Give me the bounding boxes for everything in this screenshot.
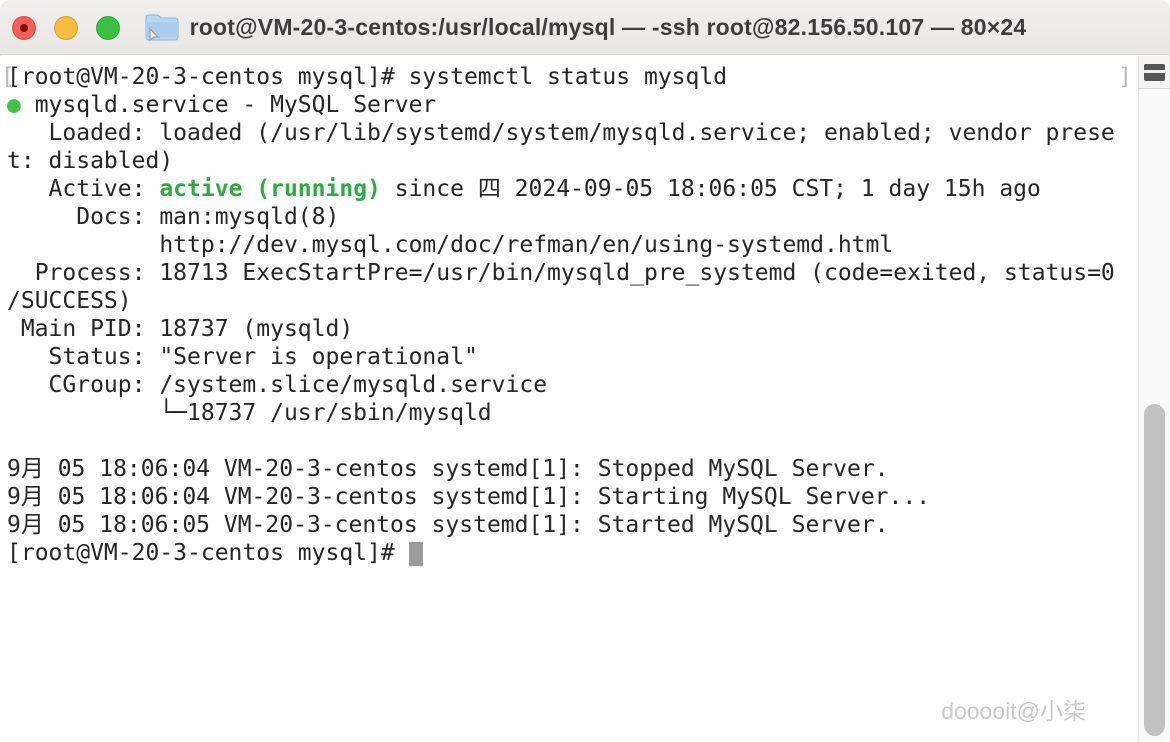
terminal-text: Status: "Server is operational" bbox=[7, 344, 478, 370]
terminal-text: Docs: man:mysqld(8) bbox=[7, 204, 340, 230]
terminal-line: 9月 05 18:06:04 VM-20-3-centos systemd[1]… bbox=[7, 455, 1128, 483]
terminal-text-bullet: ● bbox=[7, 92, 35, 118]
terminal-line: /SUCCESS) bbox=[7, 287, 1128, 315]
terminal-text: since 四 2024-09-05 18:06:05 CST; 1 day 1… bbox=[380, 176, 1041, 202]
terminal-line: Process: 18713 ExecStartPre=/usr/bin/mys… bbox=[7, 259, 1128, 287]
terminal-line: Docs: man:mysqld(8) bbox=[7, 203, 1128, 231]
terminal-text: Active: bbox=[7, 176, 160, 202]
scrollbar-thumb[interactable] bbox=[1144, 404, 1165, 736]
terminal-text: 9月 05 18:06:04 VM-20-3-centos systemd[1]… bbox=[7, 456, 889, 482]
terminal-line: Loaded: loaded (/usr/lib/systemd/system/… bbox=[7, 119, 1128, 147]
window-title: root@VM-20-3-centos:/usr/local/mysql — -… bbox=[189, 13, 1027, 40]
terminal-line: 9月 05 18:06:05 VM-20-3-centos systemd[1]… bbox=[7, 511, 1128, 539]
zoom-button[interactable] bbox=[96, 16, 120, 40]
terminal-line: CGroup: /system.slice/mysqld.service bbox=[7, 371, 1128, 399]
terminal-text: mysqld.service - MySQL Server bbox=[34, 92, 437, 118]
terminal-text: [root@VM-20-3-centos mysql]# bbox=[7, 540, 409, 566]
terminal-text: Process: 18713 ExecStartPre=/usr/bin/mys… bbox=[7, 260, 1115, 286]
terminal-text: 9月 05 18:06:04 VM-20-3-centos systemd[1]… bbox=[7, 484, 931, 510]
folder-icon[interactable] bbox=[144, 12, 180, 42]
scrollbar[interactable] bbox=[1138, 56, 1170, 742]
terminal-line: http://dev.mysql.com/doc/refman/en/using… bbox=[7, 231, 1128, 259]
window-controls bbox=[12, 16, 120, 40]
prompt-mark-left: [ bbox=[1, 64, 15, 90]
terminal-cursor bbox=[408, 542, 423, 566]
terminal-line: ● mysqld.service - MySQL Server bbox=[7, 91, 1128, 119]
terminal-text: Loaded: loaded (/usr/lib/systemd/system/… bbox=[7, 120, 1115, 146]
terminal-text: t: disabled) bbox=[7, 148, 174, 174]
prompt-mark-right: ] bbox=[1118, 64, 1132, 90]
terminal-line bbox=[7, 427, 1128, 455]
terminal-text: [root@VM-20-3-centos mysql]# systemctl s… bbox=[7, 64, 728, 90]
minimize-button[interactable] bbox=[54, 16, 78, 40]
terminal-text: CGroup: /system.slice/mysqld.service bbox=[7, 372, 548, 398]
terminal-line: Main PID: 18737 (mysqld) bbox=[7, 315, 1128, 343]
terminal-text-green-bold: active (running) bbox=[159, 176, 381, 202]
terminal-line: t: disabled) bbox=[7, 147, 1128, 175]
terminal-text: 9月 05 18:06:05 VM-20-3-centos systemd[1]… bbox=[7, 512, 889, 538]
terminal-text: /SUCCESS) bbox=[7, 288, 132, 314]
terminal-line: [root@VM-20-3-centos mysql]# systemctl s… bbox=[1, 63, 1132, 91]
terminal-line: Active: active (running) since 四 2024-09… bbox=[7, 175, 1128, 203]
terminal-line: 9月 05 18:06:04 VM-20-3-centos systemd[1]… bbox=[7, 483, 1128, 511]
terminal-line: └─18737 /usr/sbin/mysqld bbox=[7, 399, 1128, 427]
terminal-text: http://dev.mysql.com/doc/refman/en/using… bbox=[7, 232, 894, 258]
terminal-viewport[interactable]: [root@VM-20-3-centos mysql]# systemctl s… bbox=[0, 56, 1138, 742]
split-pane-button[interactable] bbox=[1139, 56, 1170, 89]
split-pane-icon bbox=[1144, 63, 1165, 81]
close-button[interactable] bbox=[12, 16, 36, 40]
terminal-output: [root@VM-20-3-centos mysql]# systemctl s… bbox=[0, 56, 1138, 567]
terminal-text: Main PID: 18737 (mysqld) bbox=[7, 316, 354, 342]
terminal-line: [root@VM-20-3-centos mysql]# bbox=[7, 539, 1128, 567]
terminal-line: Status: "Server is operational" bbox=[7, 343, 1128, 371]
title-bar[interactable]: root@VM-20-3-centos:/usr/local/mysql — -… bbox=[0, 0, 1170, 55]
title-group: root@VM-20-3-centos:/usr/local/mysql — -… bbox=[144, 12, 1027, 42]
terminal-text: └─18737 /usr/sbin/mysqld bbox=[7, 400, 492, 426]
watermark: dooooit@小柒 bbox=[941, 698, 1086, 724]
